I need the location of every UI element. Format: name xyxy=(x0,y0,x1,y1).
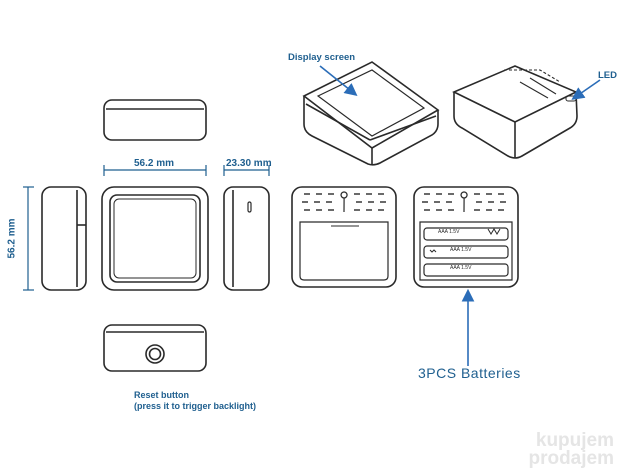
watermark-line-1: kupujem xyxy=(535,430,614,451)
front-view xyxy=(101,186,209,291)
left-side-view xyxy=(41,186,87,291)
reset-button-note: (press it to trigger backlight) xyxy=(134,401,257,411)
width-dimension-line xyxy=(103,165,207,176)
iso-view-display xyxy=(302,61,440,166)
reset-button-title: Reset button xyxy=(134,390,189,400)
battery-1-marking: AAA 1.5V xyxy=(438,229,460,235)
batteries-label: 3PCS Batteries xyxy=(418,365,521,381)
bottom-view xyxy=(103,324,207,372)
back-view-closed xyxy=(291,186,397,288)
watermark: kupujem prodajem xyxy=(528,430,614,469)
watermark-line-2: prodajem xyxy=(528,448,614,469)
depth-dimension-label: 23.30 mm xyxy=(226,158,272,169)
display-screen-label: Display screen xyxy=(288,52,356,63)
right-side-view xyxy=(223,186,270,291)
width-dimension-label: 56.2 mm xyxy=(134,158,175,169)
led-label: LED xyxy=(598,70,617,81)
battery-2-marking: AAA 1.5V xyxy=(450,247,472,253)
back-view-vents xyxy=(302,193,386,211)
battery-3-marking: AAA 1.5V xyxy=(450,265,472,271)
depth-dimension-line xyxy=(223,165,270,176)
back-view-open-vents xyxy=(422,193,506,211)
height-dimension-line xyxy=(23,186,34,291)
callout-arrows xyxy=(319,65,601,366)
back-view-open xyxy=(413,186,519,288)
iso-view-back xyxy=(452,65,578,159)
height-dimension-label: 56.2 mm xyxy=(6,218,18,259)
reset-button-label: Reset button (press it to trigger backli… xyxy=(134,390,256,412)
top-view xyxy=(103,99,207,141)
